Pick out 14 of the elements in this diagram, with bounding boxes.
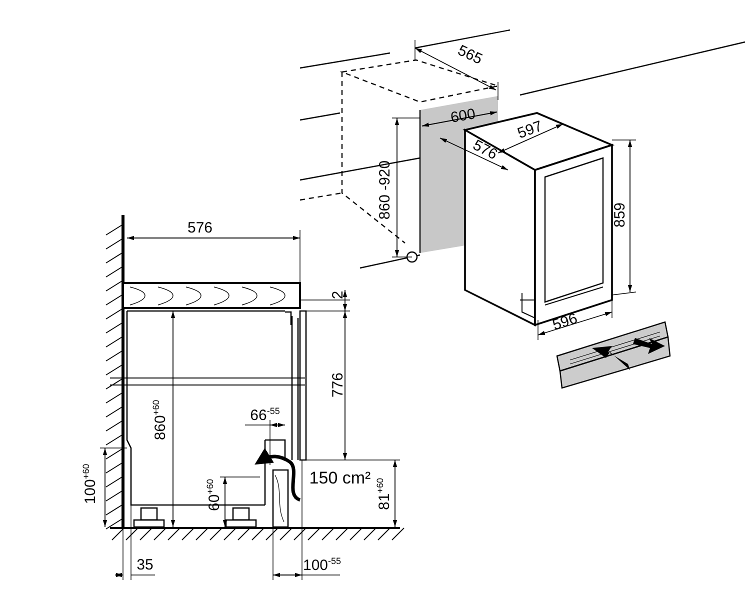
dimension-value: 596 [550, 311, 580, 333]
dimension-value: 576 [187, 220, 213, 236]
dimension-value: 576 [470, 138, 500, 162]
dimension-value: 150 cm² [309, 470, 371, 486]
dimension-value: 35 [136, 558, 154, 572]
dimension-value: 66$^{-55}$ [250, 407, 280, 423]
dimension-value: 565 [455, 42, 485, 68]
dimension-value: 597 [516, 118, 544, 142]
dimension-value: 600 [449, 106, 477, 126]
dimension-value: 859 [612, 202, 628, 228]
dimension-value: 2 [330, 290, 346, 300]
dimension-value: 860 -920 [378, 160, 392, 220]
dimension-value: 100$^{-55}$ [302, 557, 342, 573]
dimension-value: 776 [330, 372, 346, 398]
